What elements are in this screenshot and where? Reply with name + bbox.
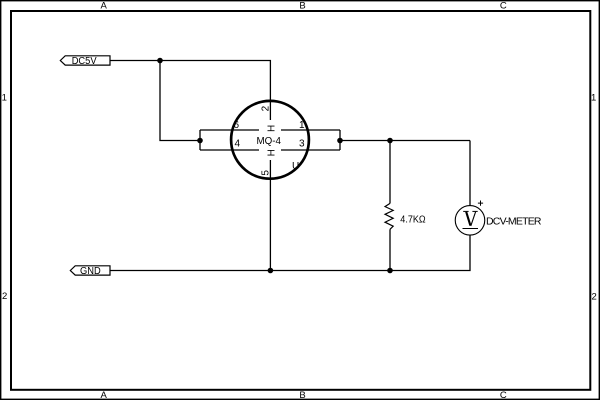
svg-text:1: 1	[299, 120, 305, 131]
svg-text:A: A	[101, 1, 108, 12]
svg-text:DC5V: DC5V	[72, 56, 97, 67]
svg-text:C: C	[500, 1, 507, 12]
svg-text:GND: GND	[80, 266, 101, 277]
svg-text:1: 1	[591, 92, 596, 103]
svg-text:4.7KΩ: 4.7KΩ	[400, 215, 426, 226]
svg-text:4: 4	[235, 138, 241, 149]
svg-text:C: C	[500, 390, 507, 400]
svg-text:H: H	[266, 149, 277, 156]
svg-text:2: 2	[592, 292, 597, 303]
svg-text:U: U	[292, 161, 299, 172]
svg-text:2: 2	[2, 291, 7, 302]
svg-text:MQ-4: MQ-4	[256, 136, 281, 147]
svg-text:B: B	[299, 1, 305, 12]
svg-text:2: 2	[261, 105, 272, 111]
svg-text:B: B	[299, 390, 305, 400]
svg-text:1: 1	[2, 92, 7, 103]
svg-text:6: 6	[234, 120, 240, 131]
svg-text:A: A	[101, 390, 108, 400]
svg-text:DCV-METER: DCV-METER	[486, 215, 542, 227]
svg-text:3: 3	[299, 138, 305, 149]
svg-text:5: 5	[261, 170, 272, 176]
svg-text:H: H	[266, 125, 277, 132]
